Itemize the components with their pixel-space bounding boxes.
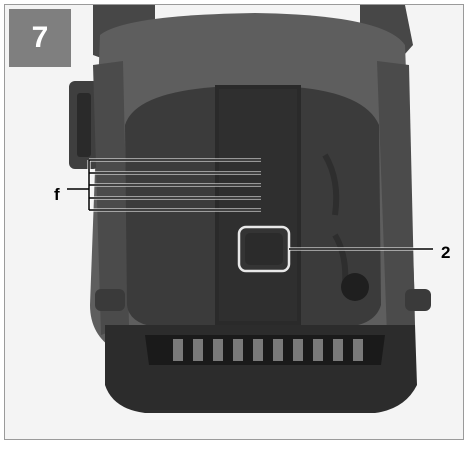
figure-frame: 7 f 2 — [4, 4, 464, 440]
figure-number-badge: 7 — [9, 9, 71, 67]
callout-2-label: 2 — [441, 243, 451, 262]
tool-photo — [5, 5, 463, 439]
callout-f-label: f — [54, 185, 60, 204]
vent-hole — [341, 273, 369, 301]
vent-slots — [173, 339, 363, 361]
